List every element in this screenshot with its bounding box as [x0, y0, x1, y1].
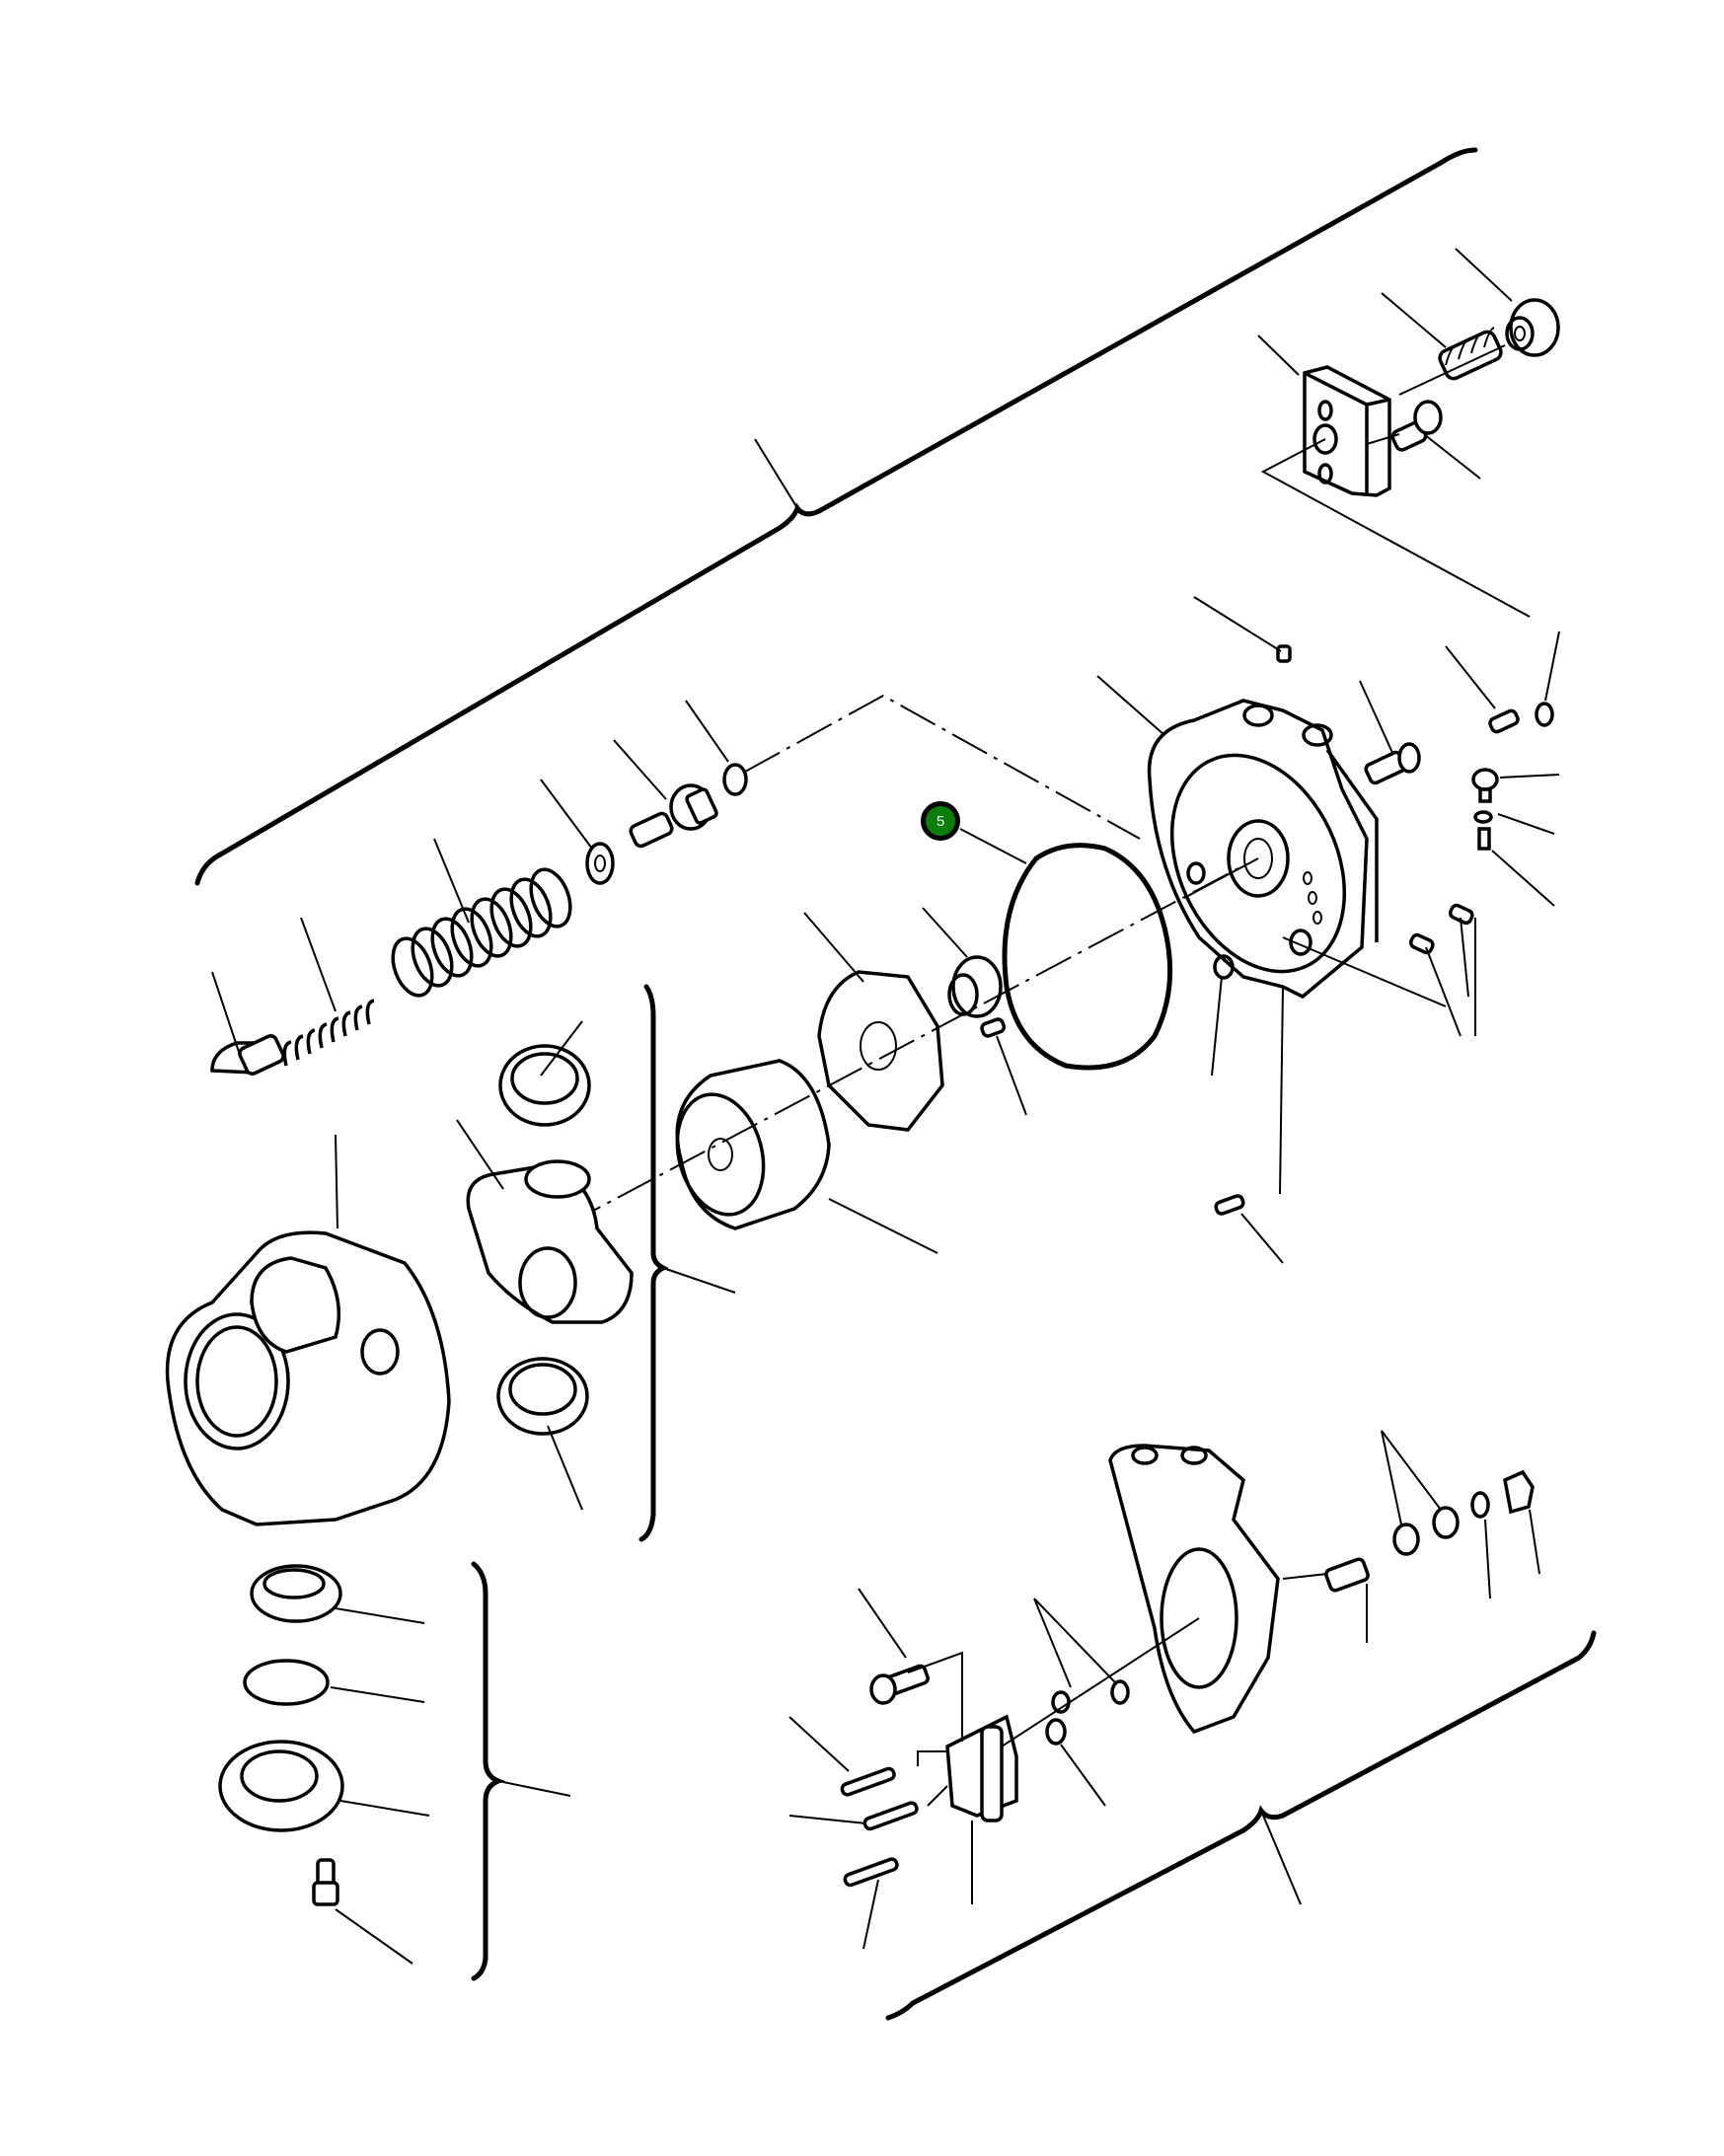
callout-badge-label: 5 — [936, 812, 945, 830]
top-group-bracket — [194, 147, 1478, 886]
shaft-seal-group — [218, 1561, 571, 1981]
large-o-ring — [959, 828, 1173, 1071]
adjuster-block-group — [1257, 248, 1560, 618]
relief-valve-spool-group — [210, 694, 1141, 1076]
servo-piston-group — [788, 1430, 1597, 2021]
yoke-bearing-group — [456, 1020, 634, 1511]
callout-badge-5[interactable]: 5 — [921, 801, 960, 841]
front-housing-group — [165, 1134, 451, 1526]
cylinder-block-group — [512, 867, 1239, 1254]
mid-group-bracket — [638, 984, 736, 1542]
valve-plate-housing-group — [1096, 596, 1560, 1264]
